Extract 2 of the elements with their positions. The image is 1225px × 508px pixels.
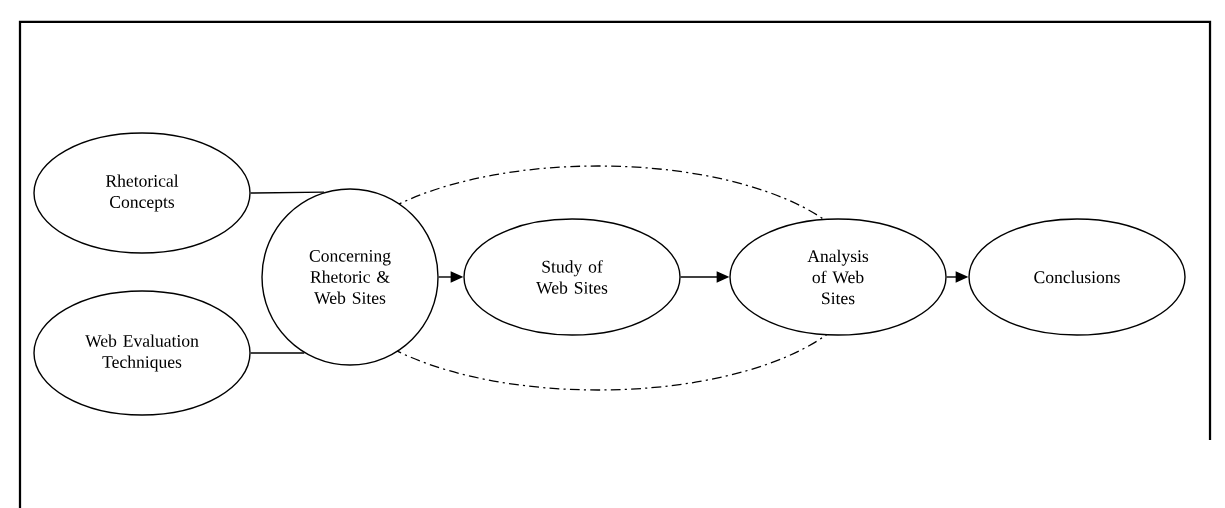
connector-line <box>250 352 306 354</box>
connector-line <box>250 191 325 194</box>
